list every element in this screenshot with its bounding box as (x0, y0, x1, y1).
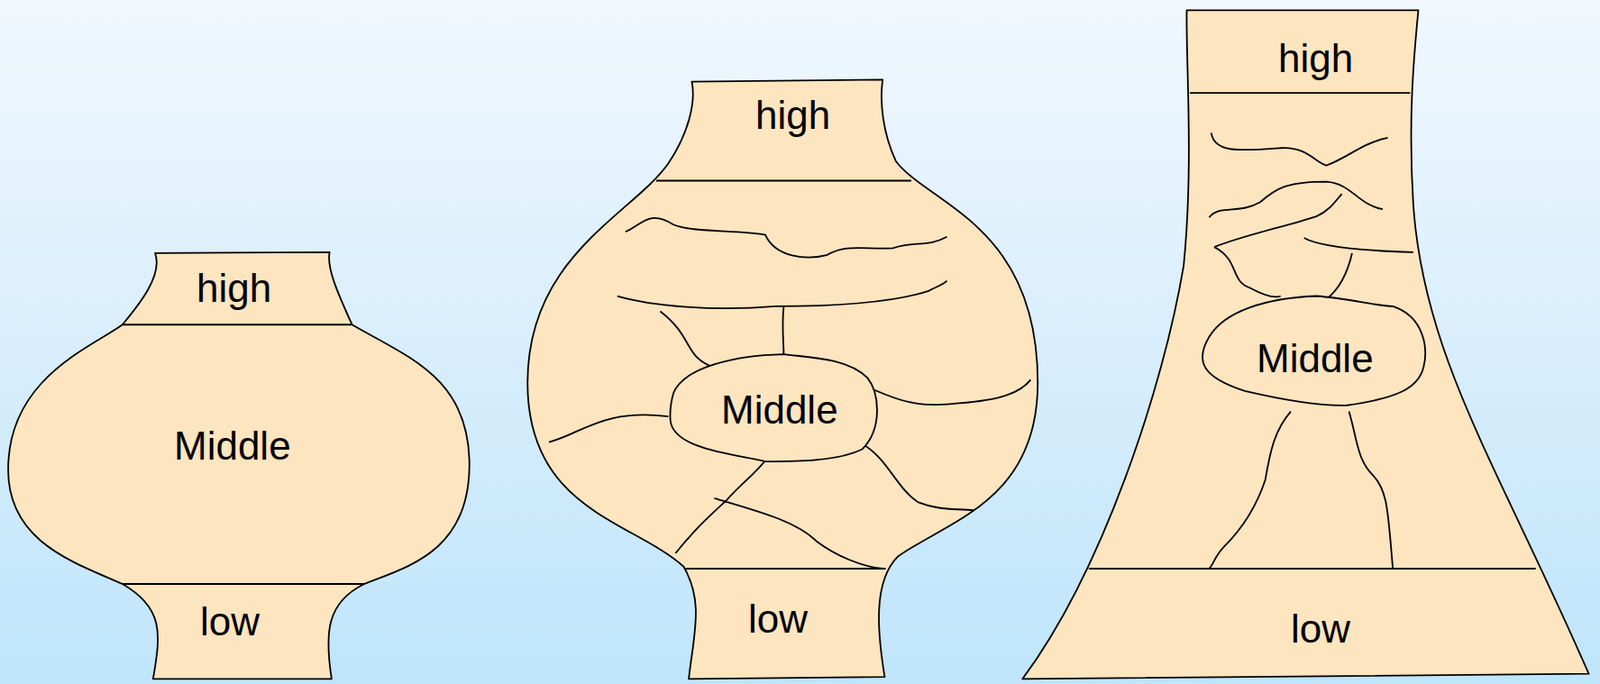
band-line (656, 181, 912, 569)
band-line (1088, 92, 1536, 569)
band-text: high (1278, 36, 1354, 83)
band-text: high (755, 92, 832, 139)
band-label: low (744, 594, 813, 645)
band-text: low (1290, 606, 1352, 653)
band-text: low (200, 599, 261, 646)
band-label: high (192, 264, 276, 314)
band-label: high (751, 91, 835, 141)
band-label: low (196, 597, 265, 648)
band-text: low (748, 596, 809, 643)
vase-outline (1022, 9, 1589, 679)
band-label: Middle (170, 421, 295, 472)
band-label: low (1287, 604, 1355, 655)
crack-line (548, 218, 1031, 569)
band-text: Middle (173, 423, 292, 470)
vase-outline (527, 79, 1038, 679)
middle-blob (1202, 296, 1426, 406)
band-label: Middle (1252, 334, 1378, 384)
band-line (122, 324, 365, 585)
band-label: Middle (717, 385, 842, 436)
vase-outline (8, 252, 470, 680)
band-text: Middle (1256, 336, 1374, 383)
band-label: high (1274, 34, 1358, 84)
middle-blob (669, 354, 878, 462)
band-text: Middle (721, 387, 839, 434)
band-text: high (196, 265, 273, 312)
